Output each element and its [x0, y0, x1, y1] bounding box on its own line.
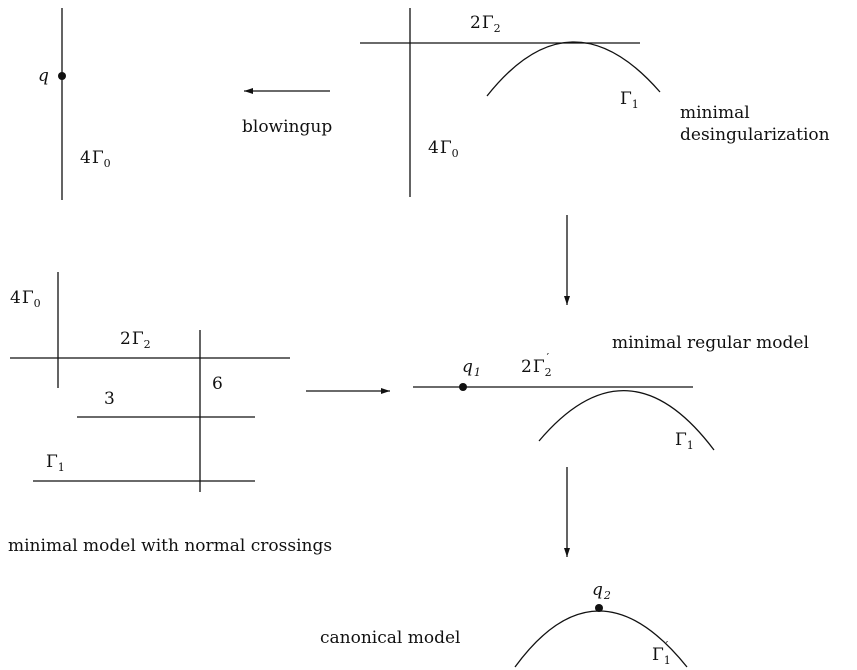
label-q2: q2 [592, 580, 611, 602]
label-4-gamma0: 4Γ0 [10, 288, 41, 310]
label-6: 6 [212, 374, 223, 394]
panel-minimal-regular-model: q1 2Γ2′ Γ1 [413, 351, 715, 452]
label-gamma1: Γ1 [620, 89, 639, 111]
label-blowingup: blowingup [242, 117, 332, 137]
label-2-gamma2: 2Γ2 [120, 329, 151, 351]
label-q1: q1 [462, 357, 481, 379]
label-normal-crossings: minimal model with normal crossings [8, 536, 332, 556]
label-4-gamma0: 4Γ0 [80, 148, 111, 170]
point-q1 [459, 383, 467, 391]
panel-canonical-model: q2 Γ1′ [514, 580, 688, 668]
curve-gamma1-arc [486, 41, 661, 97]
label-3: 3 [104, 389, 115, 409]
panel-blowup-source: q 4Γ0 [38, 8, 111, 200]
panel-normal-crossings: 4Γ0 2Γ2 6 3 Γ1 [10, 272, 290, 492]
label-minimal-regular-model: minimal regular model [612, 333, 809, 353]
label-4-gamma0: 4Γ0 [428, 138, 459, 160]
label-2-gamma2: 2Γ2 [470, 13, 501, 35]
label-gamma1: Γ1 [46, 452, 65, 474]
label-gamma1-prime: Γ1′ [652, 639, 671, 667]
label-canonical-model: canonical model [320, 628, 460, 648]
label-q: q [38, 66, 49, 86]
panel-minimal-desingularization: 2Γ2 Γ1 4Γ0 [360, 8, 661, 197]
label-desingularization: desingularization [680, 125, 830, 145]
label-2-gamma2-prime: 2Γ2′ [521, 351, 552, 379]
point-q2 [595, 604, 603, 612]
point-q [58, 72, 66, 80]
label-gamma1: Γ1 [675, 430, 694, 452]
curve-gamma1-arc [538, 390, 715, 451]
label-minimal: minimal [680, 103, 750, 123]
